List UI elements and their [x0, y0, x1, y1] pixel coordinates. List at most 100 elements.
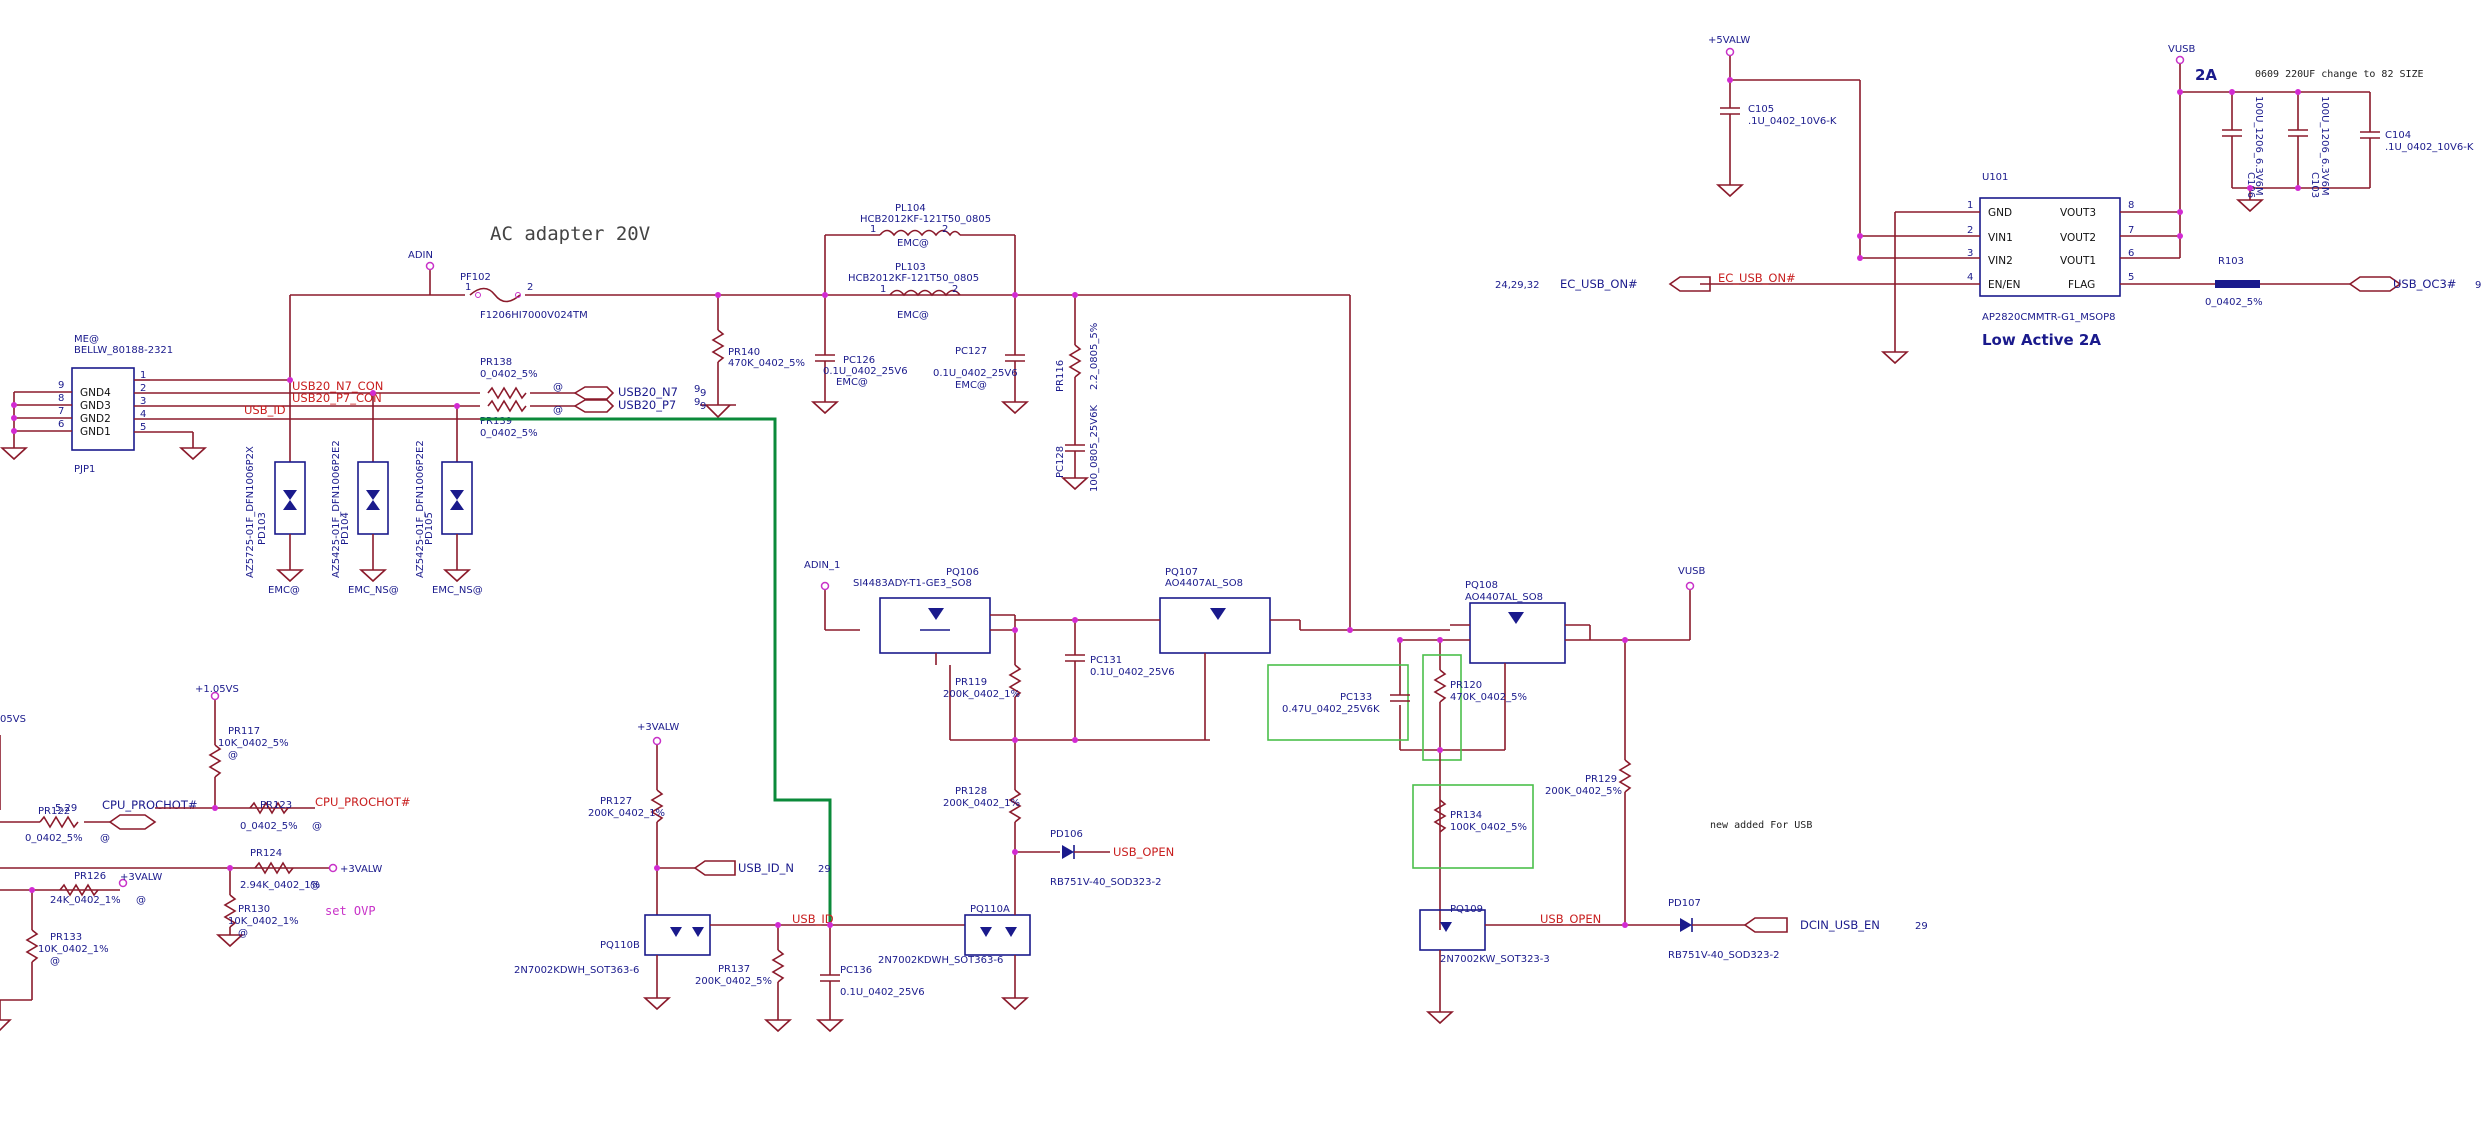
ec-pages: 24,29,32 — [1495, 280, 1540, 291]
svg-text:9: 9 — [694, 397, 700, 408]
pr126-value: 24K_0402_1% — [50, 895, 121, 906]
pjp1-num: 6 — [58, 419, 64, 430]
r103-value: 0_0402_5% — [2205, 297, 2263, 308]
pd107-value: RB751V-40_SOD323-2 — [1668, 950, 1779, 961]
pq110b-value: 2N7002KDWH_SOT363-6 — [514, 965, 639, 976]
pr128-value: 200K_0402_1% — [943, 798, 1020, 809]
pf102-ref: PF102 — [460, 272, 491, 283]
usb20-n7-page: 9 — [700, 388, 706, 399]
pr116-ref: PR116 — [1055, 360, 1066, 392]
c106-value: 100U_1206_6.3V6M — [2253, 96, 2264, 196]
c103-value: 100U_1206_6.3V6M — [2319, 96, 2330, 196]
usb20-p7-con-label: USB20_P7_CON — [292, 391, 382, 405]
vusb-net-label: VUSB — [1678, 566, 1706, 577]
pjp1-num: 1 — [140, 370, 146, 381]
pr122-ref: PR122 — [38, 806, 70, 817]
pjp1-num: 8 — [58, 393, 64, 404]
new-added-note: new added For USB — [1710, 820, 1812, 831]
pc131-value: 0.1U_0402_25V6 — [1090, 667, 1175, 678]
pd105-diode: PD105 AZ5425-01F_DFN1006P2E2 EMC_NS@ — [415, 406, 483, 596]
pr140-resistor: PR140 470K_0402_5% 9 9 — [694, 295, 805, 419]
u101-pin-vout2: VOUT2 — [2060, 232, 2096, 244]
adin1-net-label: ADIN_1 — [804, 560, 840, 571]
pr134-ref: PR134 — [1450, 810, 1482, 821]
u101-pin-gnd: GND — [1988, 207, 2012, 219]
pd105-value: AZ5425-01F_DFN1006P2E2 — [415, 440, 426, 578]
pc131-ref: PC131 — [1090, 655, 1122, 666]
pf102-fuse: 1 2 PF102 F1206HI7000V024TM — [460, 272, 588, 321]
u101-pin-vin2: VIN2 — [1988, 255, 2013, 267]
pf102-value: F1206HI7000V024TM — [480, 310, 588, 321]
pr137-value: 200K_0402_5% — [695, 976, 772, 987]
pjp1-num: 7 — [58, 406, 64, 417]
svg-text:1: 1 — [870, 224, 876, 235]
pr139-value: 0_0402_5% — [480, 428, 538, 439]
pjp1-num: 4 — [140, 409, 146, 420]
pr137-ref: PR137 — [718, 964, 750, 975]
pl103-inductor: 1 2 PL103 HCB2012KF-121T50_0805 EMC@ — [848, 262, 979, 321]
u101-pin-vout1: VOUT1 — [2060, 255, 2096, 267]
svg-text:2: 2 — [942, 224, 948, 235]
pd103-opt: EMC@ — [268, 585, 300, 596]
pq110b-ref: PQ110B — [600, 940, 640, 951]
svg-text:2: 2 — [952, 284, 958, 295]
u101-num: 5 — [2128, 272, 2134, 283]
c105-ref: C105 — [1748, 104, 1774, 115]
u101-num: 1 — [1967, 200, 1973, 211]
u101-part: AP2820CMMTR-G1_MSOP8 — [1982, 312, 2116, 323]
pr130-value: 10K_0402_1% — [228, 916, 299, 927]
u101-num: 3 — [1967, 248, 1973, 259]
v5vs-partial: 05VS — [0, 714, 26, 725]
pjp1-part: BELLW_80188-2321 — [74, 345, 173, 356]
v105-label: +1.05VS — [195, 684, 239, 695]
c103-ref: C103 — [2309, 172, 2320, 198]
pd104-opt: EMC_NS@ — [348, 585, 399, 596]
pr116-pc128: PR116 2.2_0805_5% PC128 100_0805_25V6K — [1055, 295, 1100, 492]
pd104-ref: PD104 — [340, 512, 351, 545]
u101-pin-vout3: VOUT3 — [2060, 207, 2096, 219]
usb20-p7-page: 9 — [700, 401, 706, 412]
v3valw-label: +3VALW — [637, 722, 679, 733]
pq109-value: 2N7002KW_SOT323-3 — [1440, 954, 1550, 965]
cap-change-note: 0609 220UF change to 82 SIZE — [2255, 69, 2424, 80]
pr138-ref: PR138 — [480, 357, 512, 368]
pjp1-pin-gnd3: GND3 — [80, 400, 111, 412]
pd106-ref: PD106 — [1050, 829, 1083, 840]
prochot-region: 05VS +1.05VS PR117 10K_0402_5% @ PR122 0… — [0, 684, 411, 1032]
pjp1-num: 9 — [58, 380, 64, 391]
junction-dots — [11, 77, 2301, 928]
pr117-value: 10K_0402_5% — [218, 738, 289, 749]
vusb-label-2: VUSB — [2168, 44, 2196, 55]
pl104-opt: EMC@ — [897, 238, 929, 249]
pr133-opt: @ — [50, 956, 60, 967]
pjp1-pin-gnd1: GND1 — [80, 426, 111, 438]
pjp1-num: 5 — [140, 422, 146, 433]
pl104-ref: PL104 — [895, 203, 926, 214]
pr133-value: 10K_0402_1% — [38, 944, 109, 955]
usb-open-label-2: USB_OPEN — [1540, 912, 1601, 926]
pr140-ref: PR140 — [728, 347, 760, 358]
pc136-value: 0.1U_0402_25V6 — [840, 987, 925, 998]
adin-net-label: ADIN — [408, 250, 433, 261]
pr123-ref: PR123 — [260, 800, 292, 811]
u101-region: +5VALW C105 .1U_0402_10V6-K U101 AP2820C… — [1495, 35, 2481, 365]
u101-num: 2 — [1967, 225, 1973, 236]
pd103-diode: PD103 AZ5725-01F_DFN1006P2X EMC@ — [245, 380, 306, 596]
usb-id-label-2: USB_ID — [792, 912, 834, 926]
pr130-opt: @ — [238, 928, 248, 939]
pr122-value: 0_0402_5% — [25, 833, 83, 844]
svg-text:1: 1 — [880, 284, 886, 295]
pr138-pr139: PR138 0_0402_5% PR139 0_0402_5% @ @ USB2… — [480, 357, 706, 439]
pc127-ref: PC127 — [955, 346, 987, 357]
pjp1-num: 3 — [140, 396, 146, 407]
pq110-region: +3VALW PR127 200K_0402_1% USB_ID_N 29 PQ… — [514, 722, 1031, 1033]
pr117-ref: PR117 — [228, 726, 260, 737]
pq106-value: SI4483ADY-T1-GE3_SO8 — [853, 578, 972, 589]
u101-num: 7 — [2128, 225, 2134, 236]
u101-num: 8 — [2128, 200, 2134, 211]
pr126-ref: PR126 — [74, 871, 106, 882]
pc127-opt: EMC@ — [955, 380, 987, 391]
pjp1-ref: PJP1 — [74, 464, 95, 475]
pq108-region: PQ108 AO4407AL_SO8 VUSB PC133 0.47U_0402… — [1267, 566, 1928, 1025]
